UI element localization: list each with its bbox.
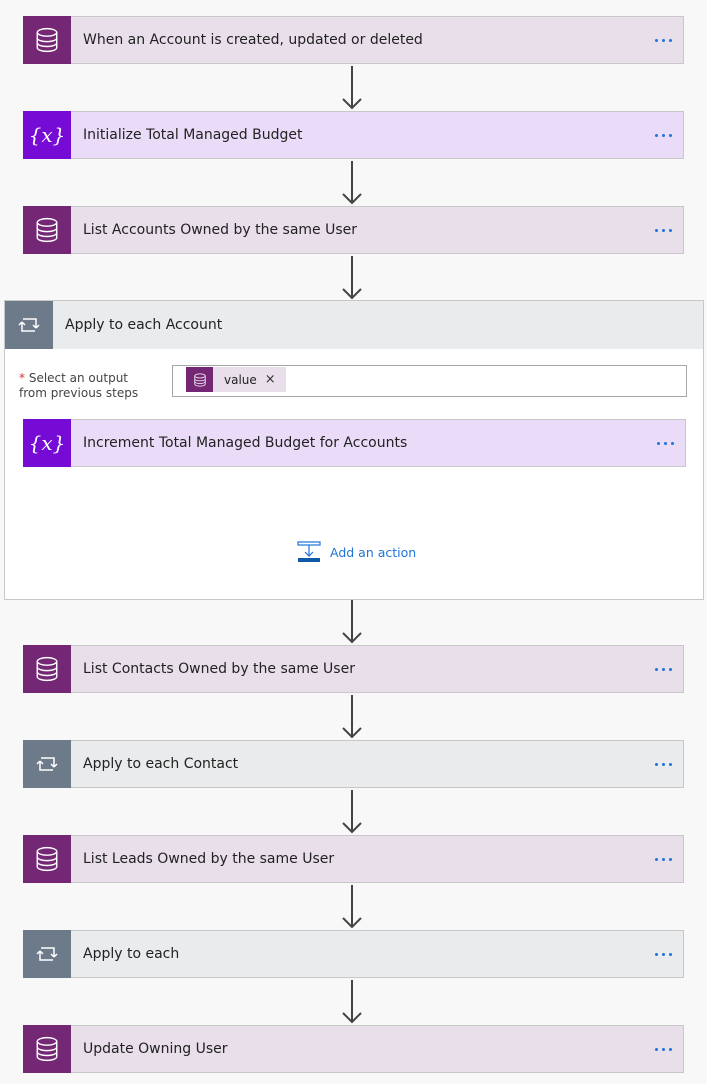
required-mark: * [19, 371, 25, 385]
list-contacts-card[interactable]: List Contacts Owned by the same User [23, 644, 684, 693]
step-title: List Contacts Owned by the same User [83, 661, 355, 677]
more-options-button[interactable] [645, 441, 685, 445]
increment-variable-card[interactable]: {x} Increment Total Managed Budget for A… [23, 418, 686, 467]
dataverse-icon [23, 644, 71, 693]
step-title: Apply to each Contact [83, 756, 239, 772]
more-options-button[interactable] [643, 762, 683, 766]
more-options-button[interactable] [643, 857, 683, 861]
step-title: When an Account is created, updated or d… [83, 32, 423, 48]
dataverse-icon [23, 834, 71, 883]
initialize-variable-card[interactable]: {x} Initialize Total Managed Budget [23, 110, 684, 159]
token-label: value [224, 372, 257, 387]
list-leads-card[interactable]: List Leads Owned by the same User [23, 834, 684, 883]
flow-arrow-icon [342, 790, 362, 833]
flow-arrow-icon [342, 256, 362, 299]
scope-title: Apply to each Account [65, 317, 223, 333]
more-options-button[interactable] [643, 133, 683, 137]
variable-icon: {x} [23, 110, 71, 159]
select-output-label: * Select an output from previous steps [19, 371, 139, 400]
more-options-button[interactable] [643, 228, 683, 232]
loop-icon [23, 929, 71, 978]
remove-token-icon[interactable]: × [264, 372, 276, 387]
list-accounts-card[interactable]: List Accounts Owned by the same User [23, 205, 684, 254]
step-title: Update Owning User [83, 1041, 228, 1057]
dataverse-icon [23, 15, 71, 64]
dataverse-icon [186, 367, 213, 392]
flow-arrow-icon [342, 600, 362, 643]
step-title: List Leads Owned by the same User [83, 851, 335, 867]
step-title: List Accounts Owned by the same User [83, 222, 358, 238]
step-title: Apply to each [83, 946, 180, 962]
select-output-input[interactable]: value × [172, 365, 687, 397]
more-options-button[interactable] [643, 1047, 683, 1051]
loop-icon [23, 739, 71, 788]
flow-arrow-icon [342, 66, 362, 109]
add-action-button[interactable]: Add an action [297, 541, 416, 563]
loop-icon [5, 301, 53, 349]
flow-arrow-icon [342, 980, 362, 1023]
more-options-button[interactable] [643, 952, 683, 956]
trigger-card[interactable]: When an Account is created, updated or d… [23, 15, 684, 64]
update-owning-user-card[interactable]: Update Owning User [23, 1024, 684, 1073]
value-token[interactable]: value × [186, 367, 286, 392]
more-options-button[interactable] [643, 667, 683, 671]
flow-arrow-icon [342, 695, 362, 738]
dataverse-icon [23, 205, 71, 254]
flow-arrow-icon [342, 161, 362, 204]
apply-to-each-account-scope: Apply to each Account * Select an output… [4, 300, 704, 600]
add-action-icon [297, 541, 321, 562]
apply-to-each-card[interactable]: Apply to each [23, 929, 684, 978]
step-title: Increment Total Managed Budget for Accou… [83, 435, 408, 451]
scope-header[interactable]: Apply to each Account [5, 301, 703, 349]
step-title: Initialize Total Managed Budget [83, 127, 303, 143]
apply-to-each-contact-card[interactable]: Apply to each Contact [23, 739, 684, 788]
flow-arrow-icon [342, 885, 362, 928]
variable-icon: {x} [23, 418, 71, 467]
dataverse-icon [23, 1024, 71, 1073]
more-options-button[interactable] [643, 38, 683, 42]
